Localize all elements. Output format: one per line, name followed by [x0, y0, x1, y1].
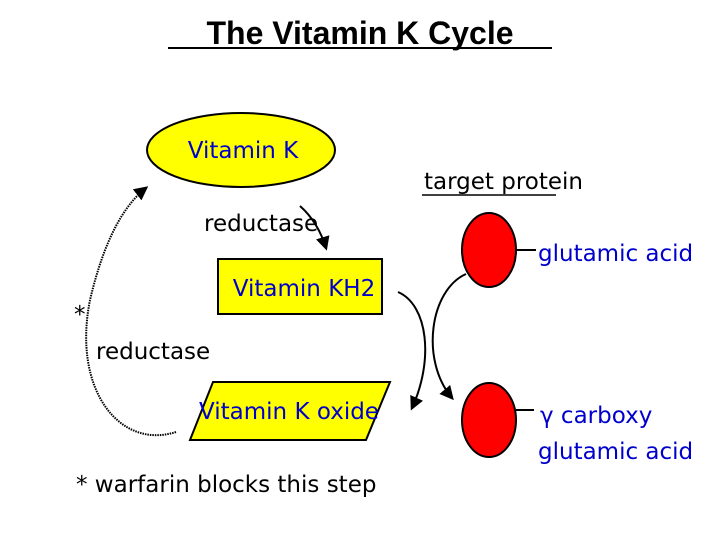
vitamin-k-node: [146, 112, 336, 188]
left-cycle-arrow: [85, 186, 177, 437]
warfarin-footnote: * warfarin blocks this step: [76, 472, 376, 498]
gamma-glutamic-acid-label: glutamic acid: [538, 439, 693, 465]
reductase-left-label: reductase: [96, 339, 210, 365]
glutamic-to-carboxy-arrow: [431, 273, 467, 401]
gamma-carboxy-label: γ carboxy: [540, 403, 652, 429]
protein-glutamic-node: [461, 212, 517, 288]
kh2-to-oxide-arrow: [397, 291, 427, 411]
reductase-top-arrow: [299, 205, 330, 251]
target-protein-label: target protein: [424, 169, 583, 195]
vitamin-k-oxide-node: [188, 381, 392, 441]
vitamin-k-label: Vitamin K: [188, 138, 299, 164]
vitamin-kh2-label: Vitamin KH2: [233, 276, 375, 302]
page-title: The Vitamin K Cycle: [206, 15, 513, 51]
reductase-top-label: reductase: [204, 211, 318, 237]
glutamic-acid-label: glutamic acid: [538, 241, 693, 267]
vitamin-k-oxide-label: Vitamin K oxide: [199, 399, 379, 425]
asterisk-label: *: [74, 302, 86, 328]
vitamin-kh2-node: [217, 258, 383, 315]
protein-carboxy-node: [461, 382, 517, 458]
